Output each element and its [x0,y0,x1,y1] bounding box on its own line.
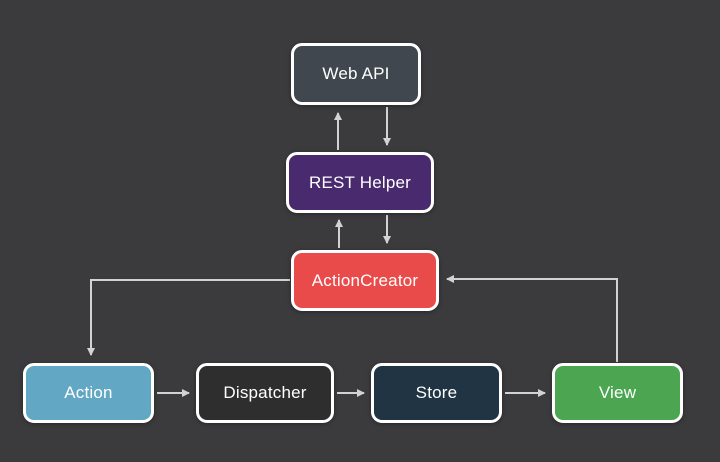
node-rest-helper: REST Helper [286,152,434,213]
node-dispatcher-label: Dispatcher [223,383,307,402]
edge-action-creator-to-action [87,279,290,356]
node-rest-helper-label: REST Helper [308,172,412,192]
node-store-label: Store [415,383,458,402]
edge-view-to-action-creator [446,275,618,362]
node-action-label: Action [64,383,113,402]
node-view-label: View [598,383,637,402]
node-store: Store [371,363,502,423]
node-action-creator-label: ActionCreator [311,270,419,290]
node-dispatcher: Dispatcher [196,363,334,423]
node-action: Action [23,363,154,423]
node-web-api: Web API [291,43,421,105]
node-view: View [552,363,683,423]
node-action-creator: ActionCreator [291,250,439,311]
node-web-api-label: Web API [322,64,390,83]
